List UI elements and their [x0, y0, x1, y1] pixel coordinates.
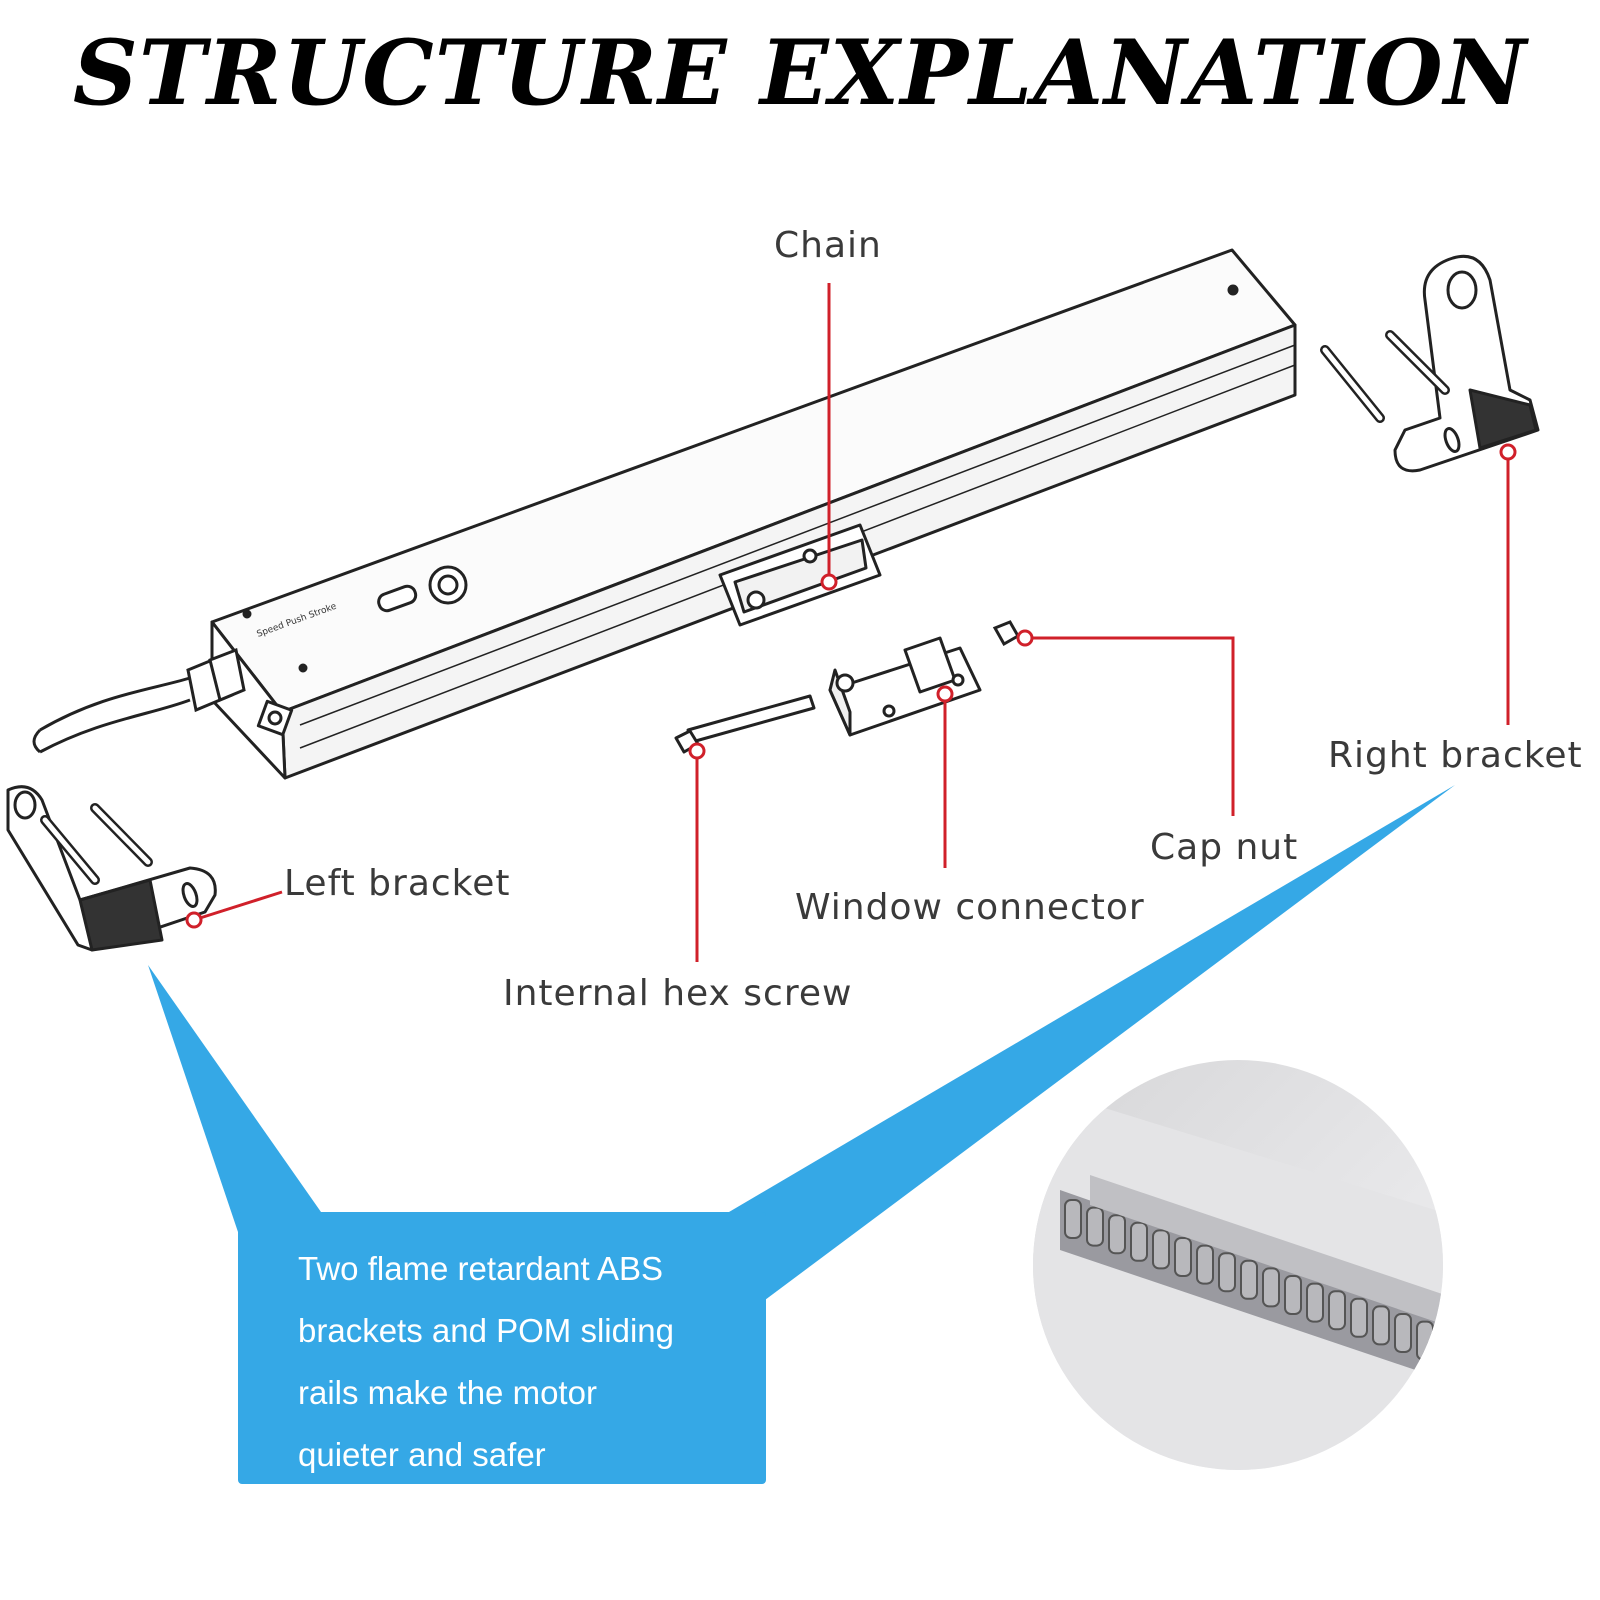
- page-title: STRUCTURE EXPLANATION: [72, 20, 1528, 126]
- label-cap-nut: Cap nut: [1150, 827, 1299, 868]
- callout-box: [238, 1212, 766, 1484]
- chain-link: [1438, 1328, 1443, 1369]
- cap-nut-part: [992, 620, 1021, 647]
- leader-dot-hex-screw: [688, 742, 706, 760]
- callout-text: Two flame retardant ABS brackets and POM…: [298, 1238, 738, 1486]
- leader-dot-window-connector: [936, 685, 954, 703]
- window-connector-part: [828, 636, 982, 737]
- chain-link: [1086, 1206, 1104, 1247]
- chain-link: [1240, 1259, 1258, 1300]
- chain-link: [1174, 1237, 1192, 1277]
- chain-link: [1416, 1320, 1434, 1361]
- label-left-bracket: Left bracket: [284, 863, 511, 904]
- chain-zoom-circle: [1033, 1060, 1443, 1470]
- leader-cap-nut: [1031, 636, 1235, 816]
- chain-link: [1350, 1297, 1368, 1338]
- end-cap: [256, 699, 294, 737]
- chain-link: [1064, 1199, 1082, 1239]
- callout-wedge-right: [695, 785, 1455, 1300]
- callout-wedge-left: [148, 965, 335, 1232]
- callout-line-2: brackets and POM sliding: [298, 1312, 675, 1349]
- chain-link: [1372, 1305, 1390, 1346]
- label-internal-hex-screw: Internal hex screw: [503, 973, 853, 1014]
- callout-line-1: Two flame retardant ABS: [298, 1250, 664, 1287]
- chain-link: [1196, 1244, 1214, 1285]
- chain-link: [1306, 1282, 1324, 1323]
- right-bracket-part: [1320, 254, 1540, 473]
- leader-lines: [185, 283, 1517, 962]
- leader-left-bracket: [199, 890, 283, 920]
- motor-body: [210, 248, 1297, 780]
- chain-link: [1152, 1229, 1170, 1270]
- chain-link: [1328, 1290, 1346, 1331]
- left-bracket-part: [6, 785, 217, 952]
- chain-link: [1108, 1214, 1126, 1255]
- callout-line-3: rails make the motor: [298, 1374, 597, 1411]
- power-cable: [32, 647, 246, 754]
- chain-link: [1284, 1275, 1302, 1315]
- label-window-connector: Window connector: [795, 887, 1145, 928]
- leader-dot-right-bracket: [1499, 443, 1517, 461]
- leader-dot-left-bracket: [185, 911, 203, 929]
- label-right-bracket: Right bracket: [1328, 735, 1583, 776]
- chain-zoom-image: [1033, 1085, 1443, 1470]
- chain-link: [1218, 1252, 1236, 1293]
- chain-link: [1262, 1267, 1280, 1308]
- leader-dot-cap-nut: [1016, 629, 1034, 647]
- chain-link: [1130, 1221, 1148, 1262]
- chain-slider: [718, 523, 882, 627]
- leader-dot-chain: [820, 573, 838, 591]
- callout-graphic: [148, 785, 1455, 1484]
- label-chain: Chain: [774, 225, 882, 266]
- chain-link: [1394, 1313, 1412, 1353]
- callout-line-4: quieter and safer: [298, 1436, 546, 1473]
